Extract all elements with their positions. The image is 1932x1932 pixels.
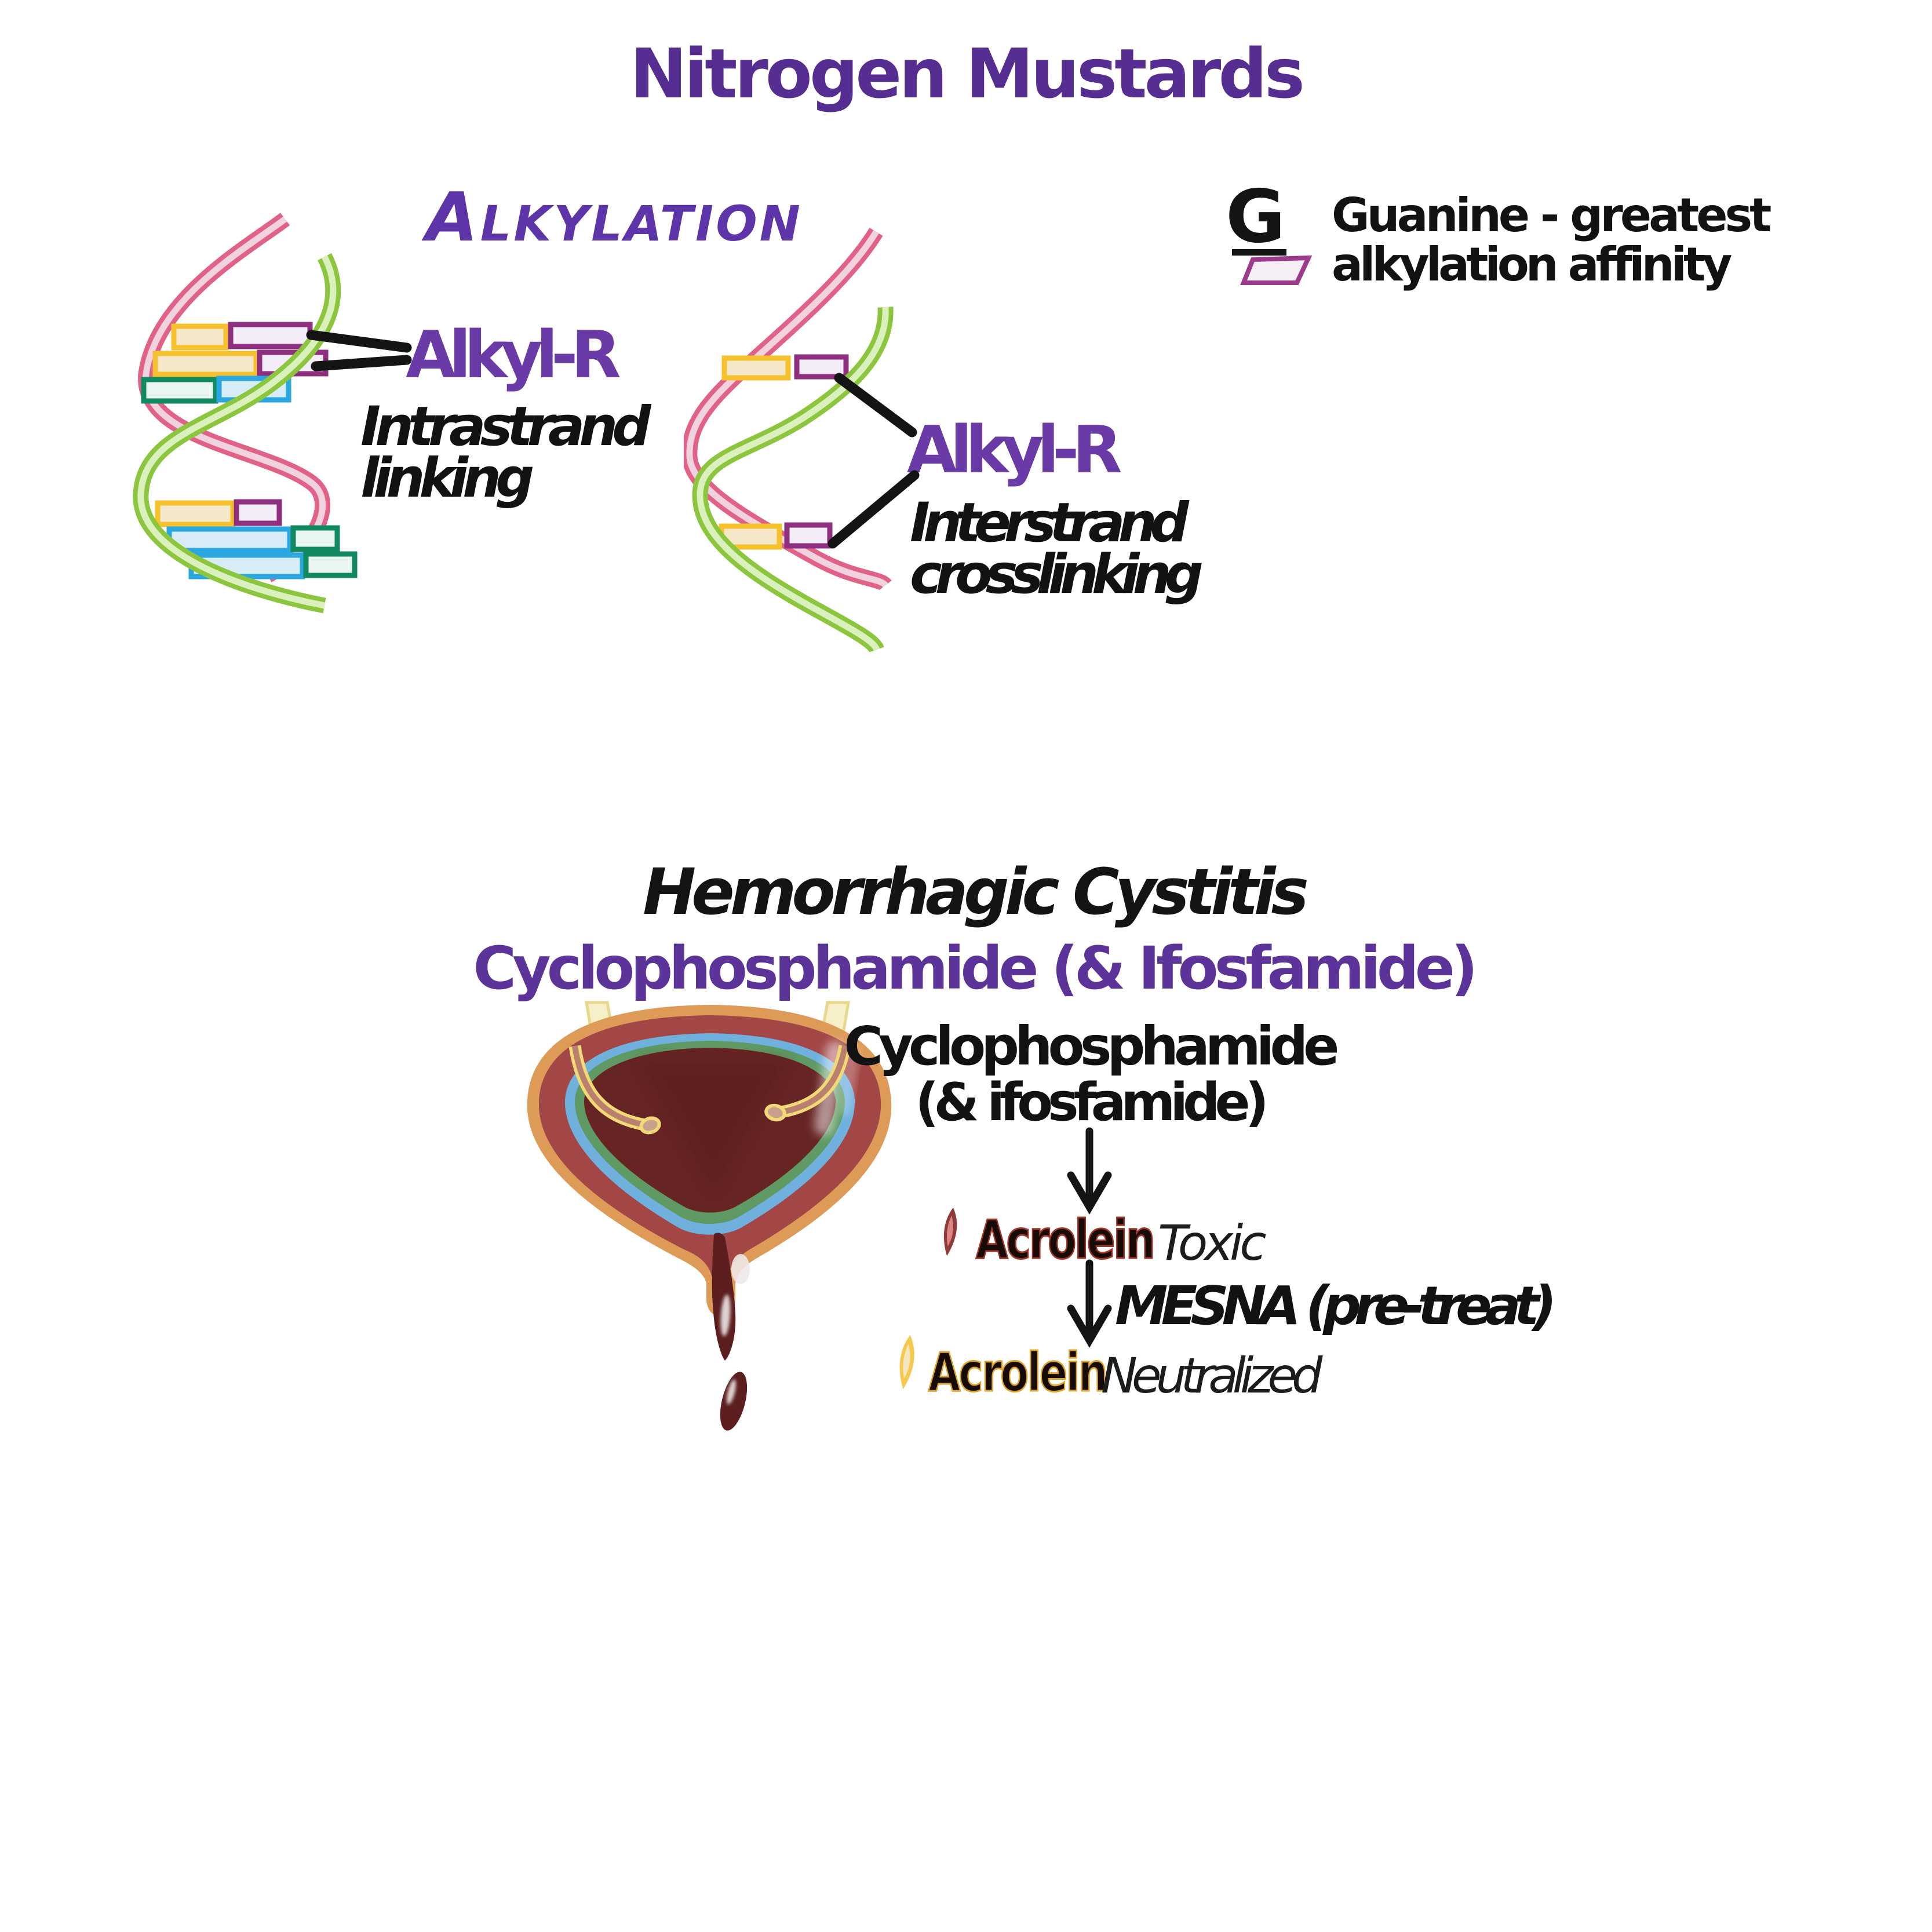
guanine-base-icon — [1240, 255, 1313, 285]
interstrand-caption-line2: crosslinking — [910, 543, 1204, 607]
mesna-label: MESNA (pre-treat) — [1115, 1275, 1557, 1337]
blood-drip-icon — [712, 1233, 736, 1361]
flow-source-line1: Cyclophosphamide — [844, 1015, 1339, 1077]
interior-highlight — [840, 1046, 859, 1116]
intrastrand-caption-line2: linking — [360, 447, 534, 511]
base-yellow — [171, 323, 229, 351]
neutralized-droplet-icon — [899, 1335, 914, 1390]
toxic-droplet-icon — [943, 1207, 957, 1256]
base-teal — [141, 377, 218, 404]
base-yellow — [721, 355, 791, 381]
alkylation-heading-rest: LKYLATION — [480, 195, 803, 252]
base-blue — [166, 526, 293, 553]
alkylation-heading-initial: A — [426, 178, 480, 257]
base-guanine-alkylated — [234, 499, 282, 526]
alkyl-r-label-intrastrand: Alkyl-R — [406, 318, 621, 393]
down-arrow-head — [1067, 1171, 1112, 1215]
urethra-highlight — [731, 1254, 750, 1284]
acrolein-toxic-label: Acrolein — [975, 1208, 1204, 1272]
guanine-symbol: G — [1226, 174, 1286, 259]
base-guanine-alkylated — [794, 354, 849, 380]
interstrand-caption: Interstrand crosslinking — [910, 491, 1204, 607]
intrastrand-caption-line1: Intrastrand — [360, 395, 651, 458]
base-yellow — [155, 500, 236, 527]
base-yellow — [719, 523, 782, 550]
alkylation-heading: ALKYLATION — [426, 178, 803, 257]
base-teal — [290, 525, 340, 552]
toxic-state-label: Toxic — [1158, 1215, 1267, 1271]
catheter-icon — [764, 1045, 851, 1122]
down-arrow-head — [1067, 1304, 1112, 1348]
neutralized-state-label: Neutralized — [1101, 1347, 1322, 1404]
dna-helix-interstrand-icon — [684, 227, 894, 654]
hemorrhagic-cystitis-title: Hemorrhagic Cystitis — [643, 855, 1309, 929]
base-teal — [303, 551, 358, 578]
alkyl-r-label-interstrand: Alkyl-R — [907, 413, 1122, 488]
blood-drop-highlight — [727, 1379, 736, 1405]
guanine-base-parallelogram — [1240, 255, 1313, 285]
blood-drip-highlight — [720, 1295, 731, 1336]
intrastrand-caption: Intrastrand linking — [360, 395, 651, 511]
page-title: Nitrogen Mustards — [629, 34, 1305, 114]
cyclophosphamide-subtitle: Cyclophosphamide (& Ifosfamide) — [473, 934, 1478, 1003]
guanine-description-line1: Guanine - greatest — [1332, 188, 1771, 242]
pink-strand-highlight — [686, 230, 888, 588]
base-yellow — [152, 351, 259, 377]
interior-shadow — [637, 1060, 788, 1194]
acrolein-neutralized-label: Acrolein — [928, 1341, 1156, 1405]
base-guanine-alkylated — [228, 322, 313, 349]
guanine-description: Guanine - greatest alkylation affinity — [1332, 188, 1771, 291]
base-guanine-alkylated — [784, 522, 833, 549]
catheter-icon — [568, 1045, 661, 1135]
guanine-description-line2: alkylation affinity — [1332, 237, 1732, 291]
bladder-illustration-icon — [527, 1001, 892, 1431]
acrolein-neutralized-text: Acrolein — [928, 1341, 1109, 1405]
blood-drop-icon — [720, 1372, 748, 1431]
dna-helix-intrastrand-icon — [133, 213, 358, 614]
acrolein-toxic-text: Acrolein — [975, 1208, 1156, 1272]
interstrand-caption-line1: Interstrand — [910, 491, 1189, 555]
flow-source-line2: (& ifosfamide) — [915, 1072, 1268, 1133]
guanine-symbol-underline — [1232, 249, 1286, 256]
